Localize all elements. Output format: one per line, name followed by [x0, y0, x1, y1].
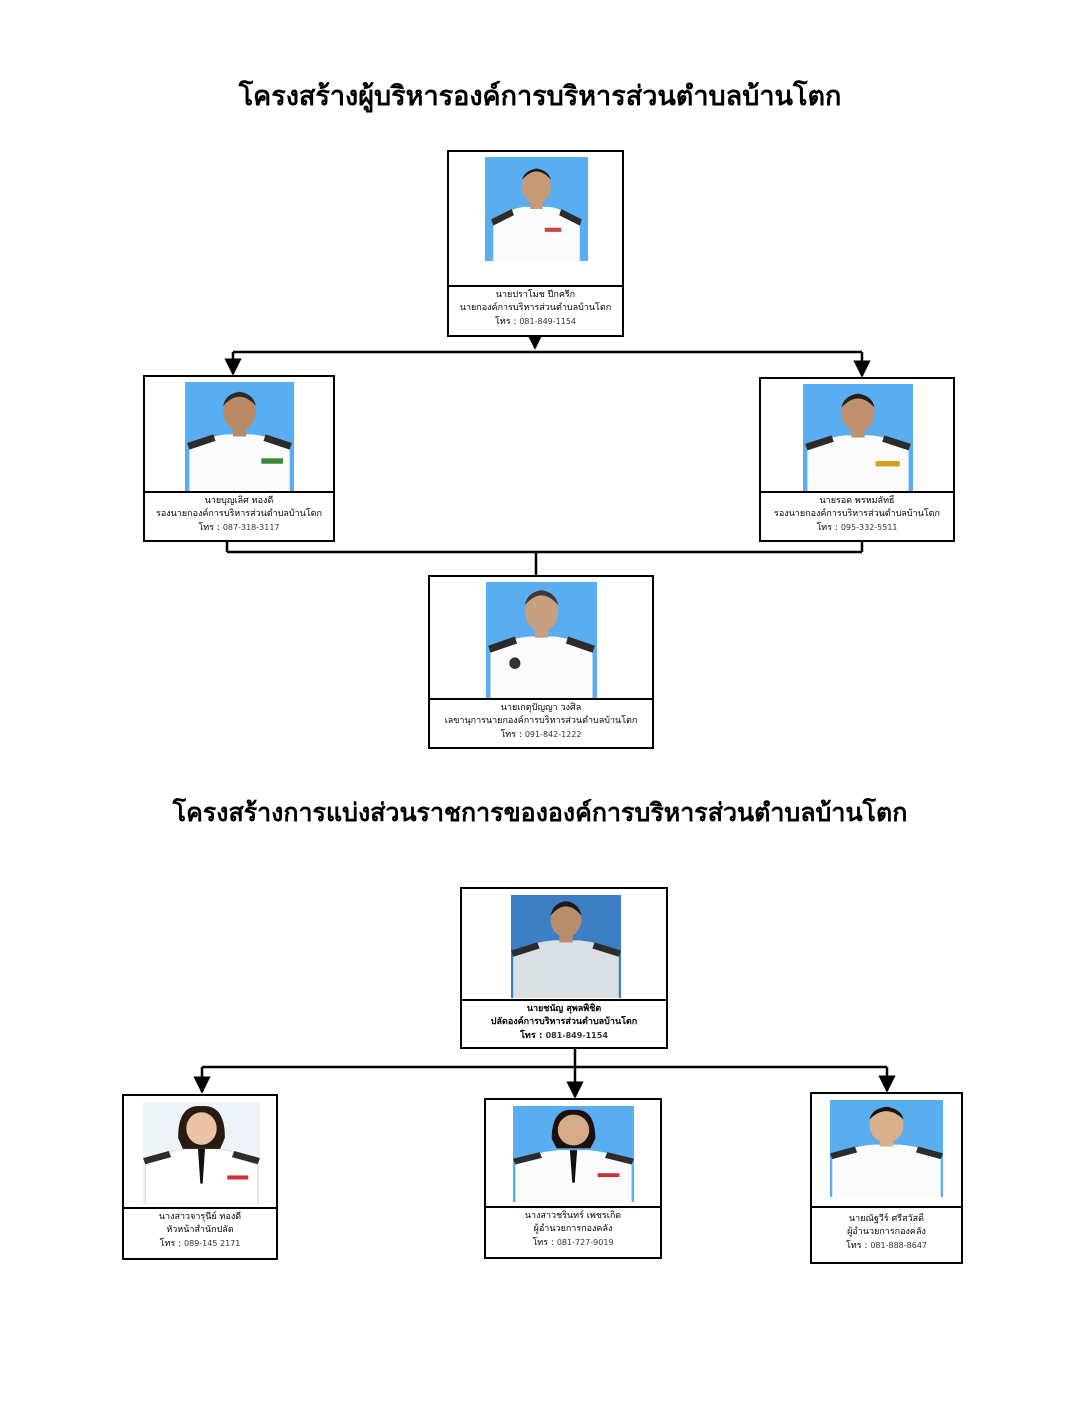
chief-phone: 081-849-1154 [545, 1031, 608, 1040]
office-head-info: นางสาวจารุนีย์ ทองดี หัวหน้าสำนักปลัด โท… [122, 1207, 278, 1260]
secretary-photo [486, 582, 597, 698]
finance-director-2-card: นายณัฐวีร์ ศรีสวัสดิ์ ผู้อำนวยการกองคลัง… [810, 1092, 963, 1264]
deputy-left-position: รองนายกองค์การบริหารส่วนตำบลบ้านโตก [156, 509, 322, 519]
phone-label: โทร : [816, 523, 838, 533]
mayor-photo [485, 157, 588, 261]
finance-director-1-photo [513, 1106, 634, 1202]
secretary-info: นายเกตุปัญญา วงศิล เลขานุการนายกองค์การบ… [428, 698, 654, 749]
mayor-position: นายกองค์การบริหารส่วนตำบลบ้านโตก [459, 303, 612, 313]
finance-director-2-name: นายณัฐวีร์ ศรีสวัสดิ์ [849, 1214, 924, 1224]
secretary-name: นายเกตุปัญญา วงศิล [500, 703, 582, 713]
deputy-right-photo [803, 384, 913, 491]
deputy-right-card: นายรอด พรหมลัทธิ์ รองนายกองค์การบริหารส่… [759, 377, 955, 542]
deputy-right-info: นายรอด พรหมลัทธิ์ รองนายกองค์การบริหารส่… [759, 491, 955, 542]
secretary-card: นายเกตุปัญญา วงศิล เลขานุการนายกองค์การบ… [428, 575, 654, 749]
finance-director-2-photo [830, 1100, 943, 1197]
phone-label: โทร : [494, 317, 517, 327]
chief-info: นายชนัญ สุพลพิชิต ปลัดองค์การบริหารส่วนต… [460, 999, 668, 1049]
division-structure-title: โครงสร้างการแบ่งส่วนราชการขององค์การบริห… [172, 798, 908, 827]
deputy-left-card: นายบุญเลิศ ทองดี รองนายกองค์การบริหารส่ว… [143, 375, 335, 542]
secretary-position: เลขานุการนายกองค์การบริหารส่วนตำบลบ้านโต… [444, 716, 638, 726]
finance-director-1-phone: 081-727-9019 [556, 1238, 614, 1247]
chief-position: ปลัดองค์การบริหารส่วนตำบลบ้านโตก [490, 1017, 638, 1027]
executive-structure-title: โครงสร้างผู้บริหารองค์การบริหารส่วนตำบลบ… [238, 81, 842, 112]
phone-label: โทร : [198, 523, 220, 533]
chief-card: นายชนัญ สุพลพิชิต ปลัดองค์การบริหารส่วนต… [460, 887, 668, 1049]
finance-director-1-card: นางสาวชรินทร์ เพชรเกิด ผู้อำนวยการกองคลั… [484, 1098, 662, 1259]
chief-name: นายชนัญ สุพลพิชิต [526, 1004, 602, 1014]
finance-director-1-position: ผู้อำนวยการกองคลัง [533, 1224, 613, 1234]
office-head-card: นางสาวจารุนีย์ ทองดี หัวหน้าสำนักปลัด โท… [122, 1094, 278, 1260]
chief-photo [511, 895, 621, 998]
phone-label: โทร : [159, 1239, 182, 1249]
office-head-phone: 089-145 2171 [184, 1239, 241, 1248]
finance-director-2-phone: 081-888-8647 [870, 1241, 928, 1250]
deputy-left-name: นายบุญเลิศ ทองดี [204, 496, 274, 506]
finance-director-2-info: นายณัฐวีร์ ศรีสวัสดิ์ ผู้อำนวยการกองคลัง… [810, 1206, 963, 1264]
deputy-left-info: นายบุญเลิศ ทองดี รองนายกองค์การบริหารส่ว… [143, 491, 335, 542]
mayor-card: นายปราโมช ปีกครีก นายกองค์การบริหารส่วนต… [447, 150, 624, 337]
mayor-info: นายปราโมช ปีกครีก นายกองค์การบริหารส่วนต… [447, 285, 624, 337]
phone-label: โทร : [845, 1241, 868, 1251]
mayor-phone: 081-849-1154 [519, 317, 577, 326]
secretary-phone: 091-842-1222 [524, 730, 582, 739]
mayor-name: นายปราโมช ปีกครีก [495, 290, 576, 300]
phone-label: โทร : [500, 730, 522, 740]
deputy-right-phone: 095-332-5511 [840, 523, 898, 532]
office-head-name: นางสาวจารุนีย์ ทองดี [158, 1212, 242, 1222]
deputy-right-position: รองนายกองค์การบริหารส่วนตำบลบ้านโตก [774, 509, 940, 519]
deputy-right-name: นายรอด พรหมลัทธิ์ [819, 496, 895, 506]
finance-director-1-name: นางสาวชรินทร์ เพชรเกิด [524, 1211, 622, 1221]
finance-director-2-position: ผู้อำนวยการกองคลัง [847, 1227, 926, 1237]
finance-director-1-info: นางสาวชรินทร์ เพชรเกิด ผู้อำนวยการกองคลั… [484, 1206, 662, 1259]
phone-label: โทร : [532, 1238, 554, 1248]
office-head-photo [143, 1102, 260, 1204]
deputy-left-phone: 087-318-3117 [222, 523, 280, 532]
deputy-left-photo [185, 382, 294, 491]
phone-label: โทร : [520, 1031, 543, 1041]
office-head-position: หัวหน้าสำนักปลัด [166, 1225, 234, 1235]
